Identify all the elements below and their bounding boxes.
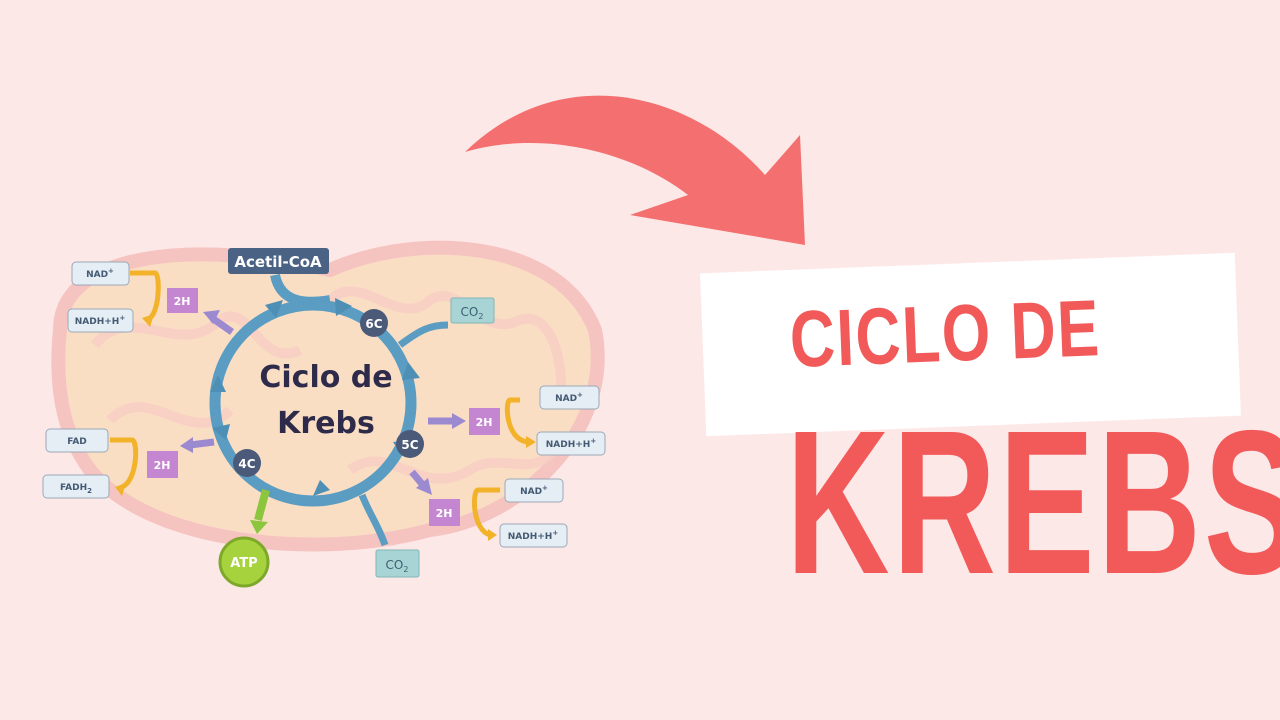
h2-box-d [147, 451, 178, 478]
atp-arrow [254, 488, 270, 522]
cycle-title-line2: Krebs [277, 406, 375, 441]
carrier-pills: NAD+ NADH+H+ NAD+ NADH+H+ NAD+ NADH+H+ F… [42, 261, 606, 548]
atp-badge [218, 536, 270, 588]
acetyl-coa-box [228, 248, 329, 274]
title-line2: KREBS [786, 388, 1280, 617]
co2-bottom-label: CO2 [386, 558, 409, 574]
yellow-arrowheads [115, 314, 536, 541]
nad-label-2: NAD+ [555, 391, 583, 404]
nadh-label-2: NADH+H+ [546, 437, 597, 450]
acetyl-feed-line [270, 273, 331, 307]
fadh2-pill [42, 474, 110, 499]
pointer-arrow [465, 95, 805, 246]
fadh2-label: FADH2 [60, 483, 92, 495]
node-6c [360, 309, 388, 337]
h2-box-b [469, 408, 500, 435]
h2-box-c [429, 499, 460, 526]
co2-top-label: CO2 [461, 305, 484, 321]
node-4c [233, 449, 261, 477]
node-5c [396, 430, 424, 458]
nad-pill-3 [504, 478, 564, 503]
nadh-pill-2 [536, 431, 606, 456]
nad-pill-1 [71, 261, 130, 286]
acetyl-coa-label: Acetil-CoA [234, 253, 322, 271]
nadh-label-1: NADH+H+ [75, 314, 126, 327]
nadh-pill-3 [499, 523, 568, 548]
co2-bottom-box [375, 549, 420, 578]
h2-label-d: 2H [154, 459, 171, 472]
node-4c-label: 4C [238, 457, 255, 471]
h2-box-a [167, 288, 198, 313]
h2-label-a: 2H [174, 295, 191, 308]
title-line1: CICLO DE [788, 283, 1103, 384]
nad-label-3: NAD+ [520, 484, 548, 497]
h2-label-b: 2H [476, 416, 493, 429]
co2-top-branch [397, 321, 449, 348]
nadh-pill-1 [67, 308, 134, 333]
nadh-label-3: NADH+H+ [508, 529, 559, 542]
node-6c-label: 6C [365, 317, 382, 331]
atp-label: ATP [230, 556, 257, 571]
nad-pill-2 [539, 385, 600, 410]
co2-bottom-branch [358, 493, 389, 547]
h2-label-c: 2H [436, 507, 453, 520]
purple-arrows [180, 310, 466, 495]
co2-top-box [450, 297, 495, 324]
nad-label-1: NAD+ [86, 267, 114, 280]
cycle-title-line1: Ciclo de [259, 360, 392, 395]
fad-pill [45, 428, 109, 453]
fad-label: FAD [67, 437, 87, 447]
node-5c-label: 5C [401, 438, 418, 452]
